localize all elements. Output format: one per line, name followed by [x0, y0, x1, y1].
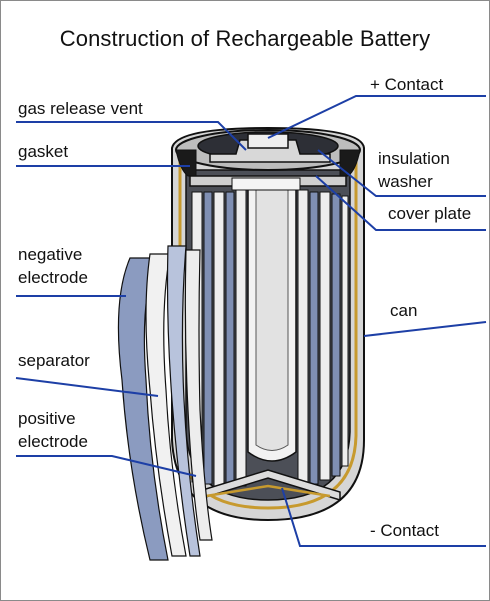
label-gasket: gasket — [18, 142, 69, 161]
leader-minus-contact — [281, 487, 486, 547]
label-positive-electrode: electrode — [18, 432, 88, 451]
label-minus-contact: - Contact — [370, 521, 439, 540]
leader-cover-plate — [315, 175, 486, 231]
leader-separator — [15, 377, 159, 397]
label-washer: washer — [378, 172, 433, 191]
label-positive: positive — [18, 409, 76, 428]
label-plus-contact: + Contact — [370, 75, 444, 94]
leader-plus-contact — [267, 95, 486, 139]
central-core — [247, 185, 297, 462]
label-negative: negative — [18, 245, 83, 264]
leader-can — [363, 321, 487, 337]
leader-insulation-washer — [317, 149, 486, 197]
leader-positive-electrode — [16, 455, 197, 477]
leader-lines — [15, 95, 487, 547]
label-cover-plate: cover plate — [388, 204, 472, 223]
diagram-title: Construction of Rechargeable Battery — [59, 26, 431, 51]
unrolled-sheets — [117, 245, 213, 561]
leader-gas-release-vent — [16, 121, 247, 151]
label-can: can — [390, 301, 418, 320]
label-gas-release-vent: gas release vent — [18, 99, 143, 118]
label-separator: separator — [18, 351, 90, 370]
label-insulation: insulation — [378, 149, 450, 168]
top-cap-assembly — [175, 129, 361, 191]
label-negative-electrode: electrode — [18, 268, 88, 287]
